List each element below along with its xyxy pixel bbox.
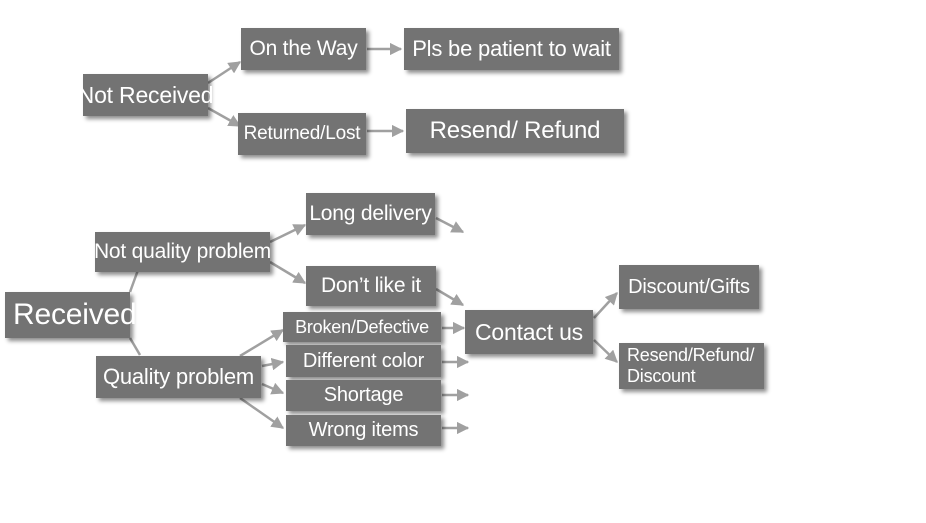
arrow-not-quality-to-long-delivery [269, 223, 307, 244]
arrow-not-received-to-on-the-way [207, 60, 242, 85]
node-shortage: Shortage [286, 380, 441, 411]
arrow-quality-to-different-color [261, 357, 285, 371]
node-long-delivery: Long delivery [306, 193, 435, 235]
node-quality-problem: Quality problem [96, 356, 261, 398]
node-different-color: Different color [286, 345, 441, 377]
node-resend-refund-discount-line2: Discount [627, 366, 696, 386]
arrow-long-delivery-out [435, 216, 465, 234]
connector-received-to-not-quality [128, 269, 140, 293]
node-dont-like-it: Don’t like it [306, 266, 436, 306]
arrow-quality-to-broken [239, 328, 285, 358]
node-contact-us: Contact us [465, 310, 593, 354]
node-received: Received [5, 292, 137, 338]
node-broken-defective: Broken/Defective [283, 312, 441, 342]
node-returned-lost: Returned/Lost [238, 113, 366, 155]
node-resend-refund-discount: Resend/Refund/ Discount [619, 343, 764, 389]
arrow-quality-to-wrong-items [239, 396, 285, 430]
node-not-received: Not Received [78, 74, 214, 116]
node-not-quality-problem: Not quality problem [94, 232, 271, 272]
node-discount-gifts: Discount/Gifts [619, 265, 759, 309]
arrow-not-quality-to-dont-like [269, 260, 307, 285]
node-resend-refund: Resend/ Refund [406, 109, 624, 153]
node-wrong-items: Wrong items [286, 415, 441, 446]
node-pls-be-patient: Pls be patient to wait [404, 28, 619, 70]
connector-received-to-quality [128, 337, 142, 356]
node-resend-refund-discount-line1: Resend/Refund/ [627, 345, 755, 365]
arrow-quality-to-shortage [261, 382, 285, 395]
arrow-dont-like-to-contact [435, 287, 465, 307]
arrow-not-received-to-returned-lost [207, 106, 242, 128]
arrow-contact-to-discount-gifts [593, 292, 618, 319]
node-on-the-way: On the Way [241, 28, 366, 70]
arrow-contact-to-resend-refund-discount [593, 339, 618, 363]
